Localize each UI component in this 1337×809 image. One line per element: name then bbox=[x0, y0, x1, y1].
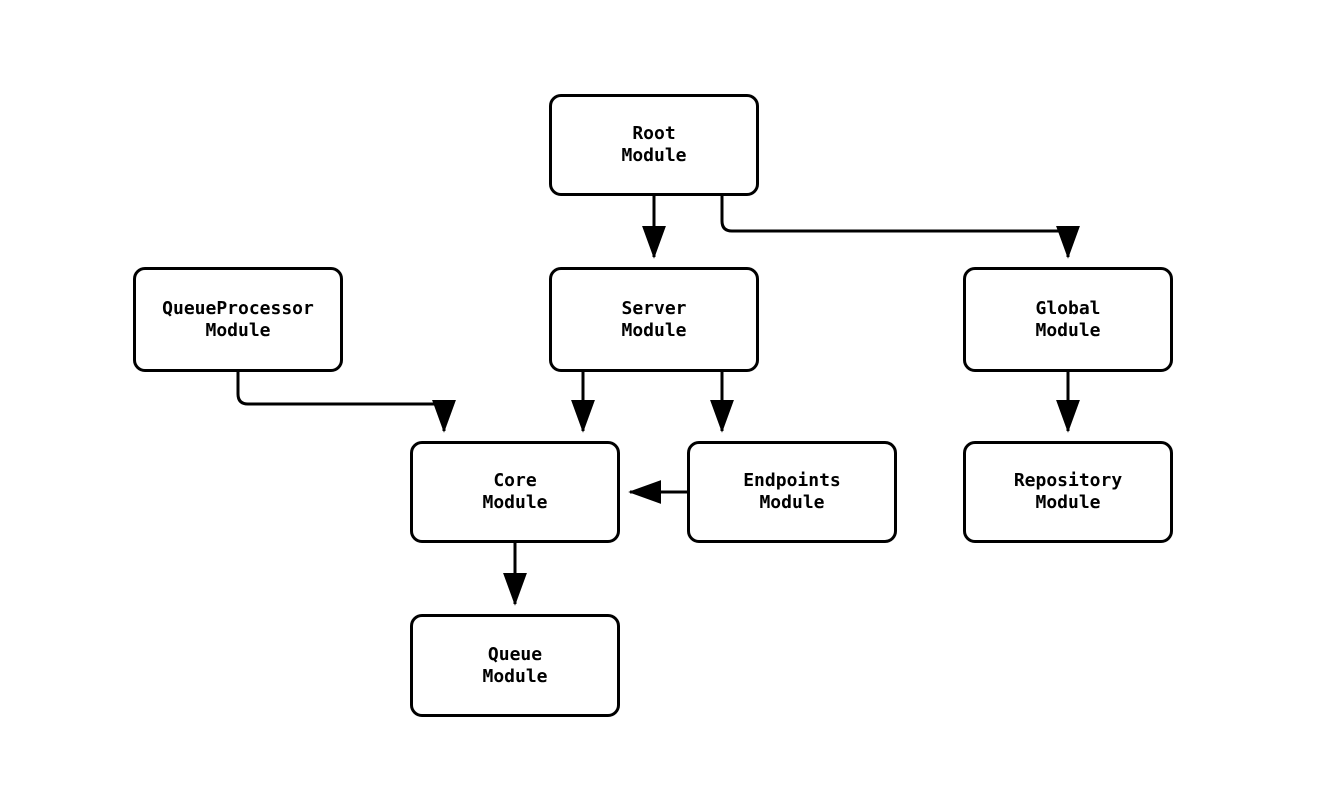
node-core-module[interactable]: Core Module bbox=[410, 441, 620, 543]
edge-root-to-global bbox=[720, 196, 1080, 259]
node-label: Queue Module bbox=[482, 643, 548, 687]
node-repository-module[interactable]: Repository Module bbox=[963, 441, 1173, 543]
node-root-module[interactable]: Root Module bbox=[549, 94, 759, 196]
node-label: Core Module bbox=[482, 470, 548, 513]
node-label: Server Module bbox=[621, 297, 687, 341]
edges-group bbox=[236, 196, 1080, 606]
node-label: Endpoints Module bbox=[743, 470, 841, 513]
node-label: Repository Module bbox=[1013, 470, 1123, 513]
node-label: Root Module bbox=[621, 123, 687, 166]
node-endpoints-module[interactable]: Endpoints Module bbox=[687, 441, 897, 543]
edge-queueprocessor-to-core bbox=[236, 372, 456, 433]
node-queue-module[interactable]: Queue Module bbox=[410, 614, 620, 717]
node-label: QueueProcessor Module bbox=[162, 297, 314, 341]
node-server-module[interactable]: Server Module bbox=[549, 267, 759, 372]
node-queueprocessor-module[interactable]: QueueProcessor Module bbox=[133, 267, 343, 372]
node-label: Global Module bbox=[1035, 297, 1101, 341]
node-global-module[interactable]: Global Module bbox=[963, 267, 1173, 372]
